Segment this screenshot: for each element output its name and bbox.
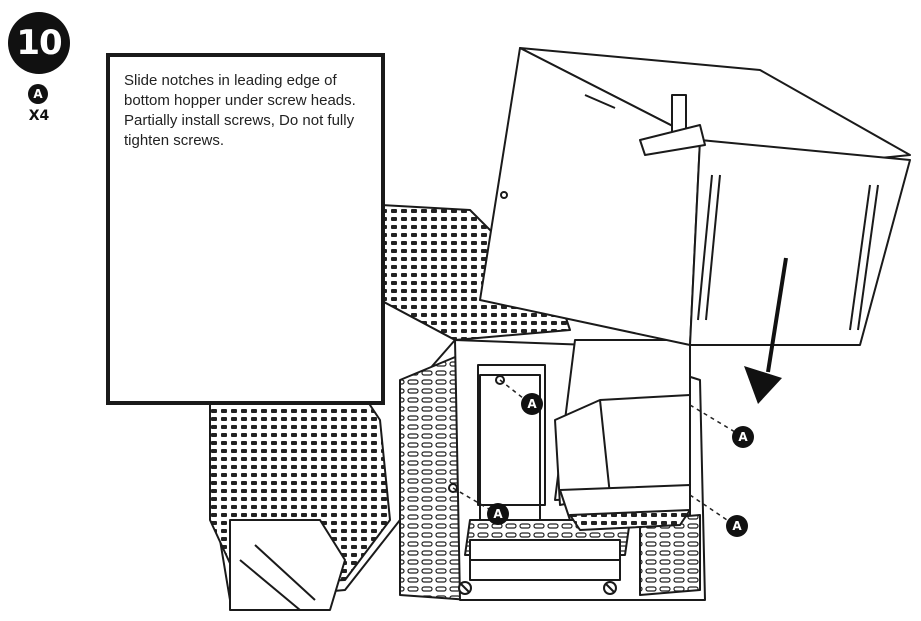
- part-callout-icon: A: [726, 515, 748, 537]
- callout-letter: A: [732, 519, 742, 533]
- part-quantity: X4: [28, 108, 50, 124]
- part-callout-icon: A: [487, 503, 509, 525]
- part-a-badge: A: [28, 84, 48, 104]
- part-callout-icon: A: [521, 393, 543, 415]
- callout-letter: A: [493, 507, 503, 521]
- direction-arrow-icon: [744, 257, 788, 404]
- callout-letter: A: [527, 397, 537, 411]
- step-number: 10: [16, 23, 62, 63]
- part-letter: A: [33, 87, 43, 101]
- callout-letter: A: [738, 430, 748, 444]
- instruction-box: Slide notches in leading edge of bottom …: [106, 53, 385, 405]
- part-callout-icon: A: [732, 426, 754, 448]
- instruction-text: Slide notches in leading edge of bottom …: [124, 72, 356, 149]
- step-number-badge: 10: [8, 12, 70, 74]
